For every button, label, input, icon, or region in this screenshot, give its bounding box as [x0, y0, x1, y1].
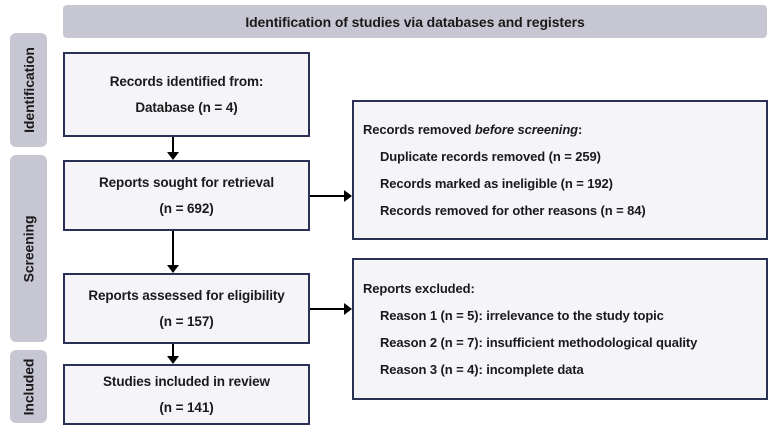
flow-box-count: Database (n = 4) — [135, 99, 238, 115]
side-box-item: Records removed for other reasons (n = 8… — [380, 203, 646, 218]
flow-box-studies-included: Studies included in review (n = 141) — [63, 364, 310, 425]
arrow-head — [167, 265, 179, 273]
flow-box-reports-assessed: Reports assessed for eligibility (n = 15… — [63, 273, 310, 344]
arrow-down-icon — [167, 344, 179, 364]
flow-box-count: (n = 692) — [159, 200, 214, 216]
stage-band-included: Included — [10, 350, 47, 423]
flow-box-line: Studies included in review — [103, 373, 270, 389]
side-box-title: Reports excluded: — [363, 281, 475, 296]
side-box-reports-excluded: Reports excluded: Reason 1 (n = 5): irre… — [352, 258, 768, 400]
stage-label-screening: Screening — [20, 215, 37, 282]
arrow-right-icon — [310, 190, 352, 202]
flow-box-line: Reports sought for retrieval — [99, 174, 274, 190]
flow-box-count: (n = 157) — [159, 313, 214, 329]
flow-box-reports-sought: Reports sought for retrieval (n = 692) — [63, 160, 310, 231]
arrow-head — [344, 303, 352, 315]
side-box-item: Records marked as ineligible (n = 192) — [380, 176, 613, 191]
arrow-right-icon — [310, 303, 352, 315]
stage-label-included: Included — [20, 358, 37, 415]
side-box-item: Reason 3 (n = 4): incomplete data — [380, 362, 584, 377]
flow-box-line: Records identified from: — [109, 73, 264, 89]
arrow-head — [167, 356, 179, 364]
arrow-down-icon — [167, 231, 179, 273]
flow-box-records-identified: Records identified from: Database (n = 4… — [63, 52, 310, 137]
side-box-title-italic: before screening — [474, 122, 578, 137]
side-box-item: Reason 2 (n = 7): insufficient methodolo… — [380, 335, 698, 350]
side-box-item: Reason 1 (n = 5): irrelevance to the stu… — [380, 308, 664, 323]
stage-label-identification: Identification — [20, 47, 37, 133]
side-box-title: Records removed before screening: — [363, 116, 762, 143]
stage-band-identification: Identification — [10, 33, 47, 147]
arrow-shaft — [310, 308, 344, 310]
arrow-head — [344, 190, 352, 202]
flow-box-count: (n = 141) — [159, 399, 214, 415]
arrow-down-icon — [167, 137, 179, 160]
arrow-shaft — [172, 344, 174, 356]
header-banner: Identification of studies via databases … — [63, 5, 767, 38]
side-box-records-removed: Records removed before screening: Duplic… — [352, 100, 768, 240]
side-box-title-prefix: Records removed — [363, 122, 475, 137]
arrow-head — [167, 152, 179, 160]
arrow-shaft — [172, 137, 174, 152]
arrow-shaft — [172, 231, 174, 265]
header-title: Identification of studies via databases … — [245, 13, 585, 30]
stage-band-screening: Screening — [10, 155, 47, 342]
side-box-item: Duplicate records removed (n = 259) — [380, 149, 601, 164]
arrow-shaft — [310, 195, 344, 197]
side-box-title-suffix: : — [578, 122, 583, 137]
flow-box-line: Reports assessed for eligibility — [88, 287, 285, 303]
